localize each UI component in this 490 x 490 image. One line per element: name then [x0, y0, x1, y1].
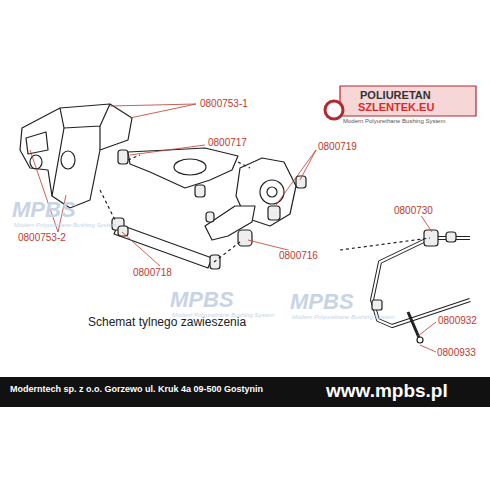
logo-tagline: Modern Polyurethane Bushing System — [343, 118, 445, 125]
callout-number: 0800730 — [394, 205, 433, 216]
logo-text: SZLENTEK.EU — [358, 101, 434, 113]
callout-number: 0800718 — [133, 267, 172, 278]
logo-text: POLIURETAN — [360, 89, 431, 101]
callout-number: 0800716 — [279, 250, 318, 261]
callout-number: 0800717 — [208, 137, 247, 148]
watermark: MPBS — [12, 198, 76, 222]
footer-url: www.mpbs.pl — [326, 381, 448, 402]
footer-address: Moderntech sp. z o.o. Gorzewo ul. Kruk 4… — [10, 385, 263, 395]
watermark: Modern Polyurethane Bushing System — [172, 312, 274, 319]
watermark: Modern Polyurethane Bushing System — [292, 314, 394, 321]
watermark: Modern Polyurethane Bushing System — [14, 222, 116, 229]
watermark: MPBS — [290, 290, 354, 314]
callout-number: 0800753-2 — [18, 232, 66, 243]
callout-number: 0800753-1 — [200, 98, 248, 109]
callout-number: 0800932 — [438, 315, 477, 326]
callout-number: 0800933 — [437, 347, 476, 358]
watermark: MPBS — [170, 288, 234, 312]
callout-number: 0800719 — [318, 141, 357, 152]
